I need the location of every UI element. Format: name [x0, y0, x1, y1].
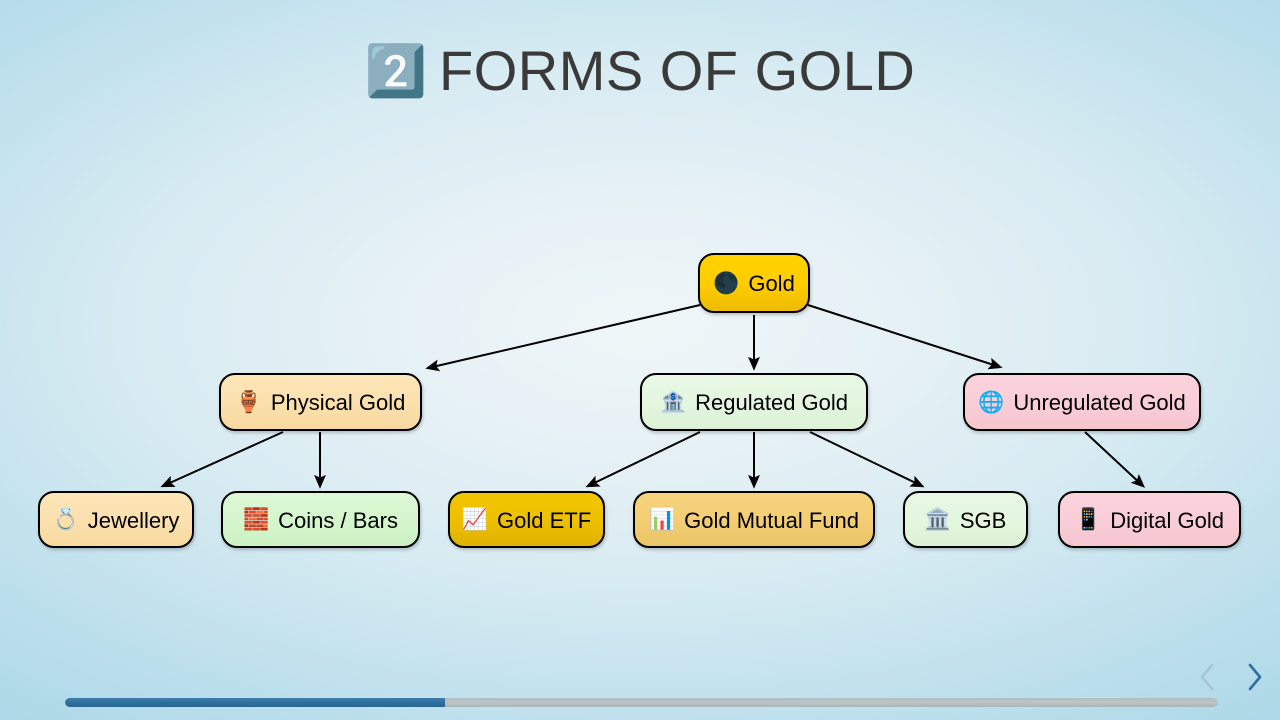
- chevron-left-icon: [1200, 663, 1214, 691]
- node-label: Digital Gold: [1110, 507, 1224, 533]
- node-regulated-gold[interactable]: 🏦 Regulated Gold: [640, 373, 868, 431]
- bank-icon: 🏦: [659, 390, 687, 414]
- node-gold-etf[interactable]: 📈 Gold ETF: [448, 491, 605, 548]
- amphora-icon: 🏺: [235, 390, 262, 414]
- node-sgb[interactable]: 🏛️ SGB: [903, 491, 1028, 548]
- bar-chart-icon: 📊: [648, 508, 676, 531]
- globe-with-meridians-icon: 🌐: [978, 390, 1005, 414]
- slide-navigation: [1194, 660, 1268, 694]
- previous-slide-button[interactable]: [1194, 660, 1220, 694]
- chart-increasing-icon: 📈: [461, 508, 488, 531]
- node-physical-gold[interactable]: 🏺 Physical Gold: [219, 373, 422, 431]
- node-label: Unregulated Gold: [1013, 390, 1186, 415]
- edge-regulated-gold-to-gold-etf: [585, 431, 701, 488]
- classical-building-icon: 🏛️: [924, 508, 951, 531]
- edge-regulated-gold-to-sgb: [809, 431, 925, 488]
- node-coins-bars[interactable]: 🧱 Coins / Bars: [221, 491, 420, 548]
- node-label: Coins / Bars: [278, 507, 398, 533]
- brick-icon: 🧱: [243, 508, 270, 531]
- node-label: Regulated Gold: [695, 390, 849, 415]
- node-label: SGB: [959, 507, 1007, 533]
- node-label: Gold Mutual Fund: [684, 507, 860, 533]
- node-label: Physical Gold: [270, 390, 406, 415]
- next-slide-button[interactable]: [1242, 660, 1268, 694]
- edge-gold-to-unregulated-gold: [807, 304, 1003, 370]
- edge-gold-to-physical-gold: [425, 304, 701, 372]
- node-gold-mutual-fund[interactable]: 📊 Gold Mutual Fund: [633, 491, 875, 548]
- page-title: 2️⃣ FORMS OF GOLD: [0, 30, 1280, 110]
- ring-icon: 💍: [52, 508, 79, 531]
- edge-physical-gold-to-jewellery: [160, 431, 284, 488]
- slide-progress-fill: [65, 698, 446, 707]
- node-unregulated-gold[interactable]: 🌐 Unregulated Gold: [963, 373, 1201, 431]
- chevron-right-icon: [1248, 663, 1262, 691]
- node-jewellery[interactable]: 💍 Jewellery: [38, 491, 194, 548]
- node-label: Gold ETF: [497, 507, 592, 533]
- keycap-digit-two-icon: 2️⃣: [364, 43, 427, 99]
- node-label: Gold: [748, 271, 795, 296]
- new-moon-icon: 🌑: [713, 271, 740, 295]
- title-text: FORMS OF GOLD: [438, 38, 916, 102]
- edge-unregulated-gold-to-digital-gold: [1084, 431, 1146, 488]
- mobile-phone-icon: 📱: [1075, 508, 1102, 531]
- slide-progress-bar[interactable]: [65, 698, 1218, 707]
- node-gold[interactable]: 🌑 Gold: [698, 253, 810, 313]
- node-label: Jewellery: [87, 507, 180, 533]
- node-digital-gold[interactable]: 📱 Digital Gold: [1058, 491, 1241, 548]
